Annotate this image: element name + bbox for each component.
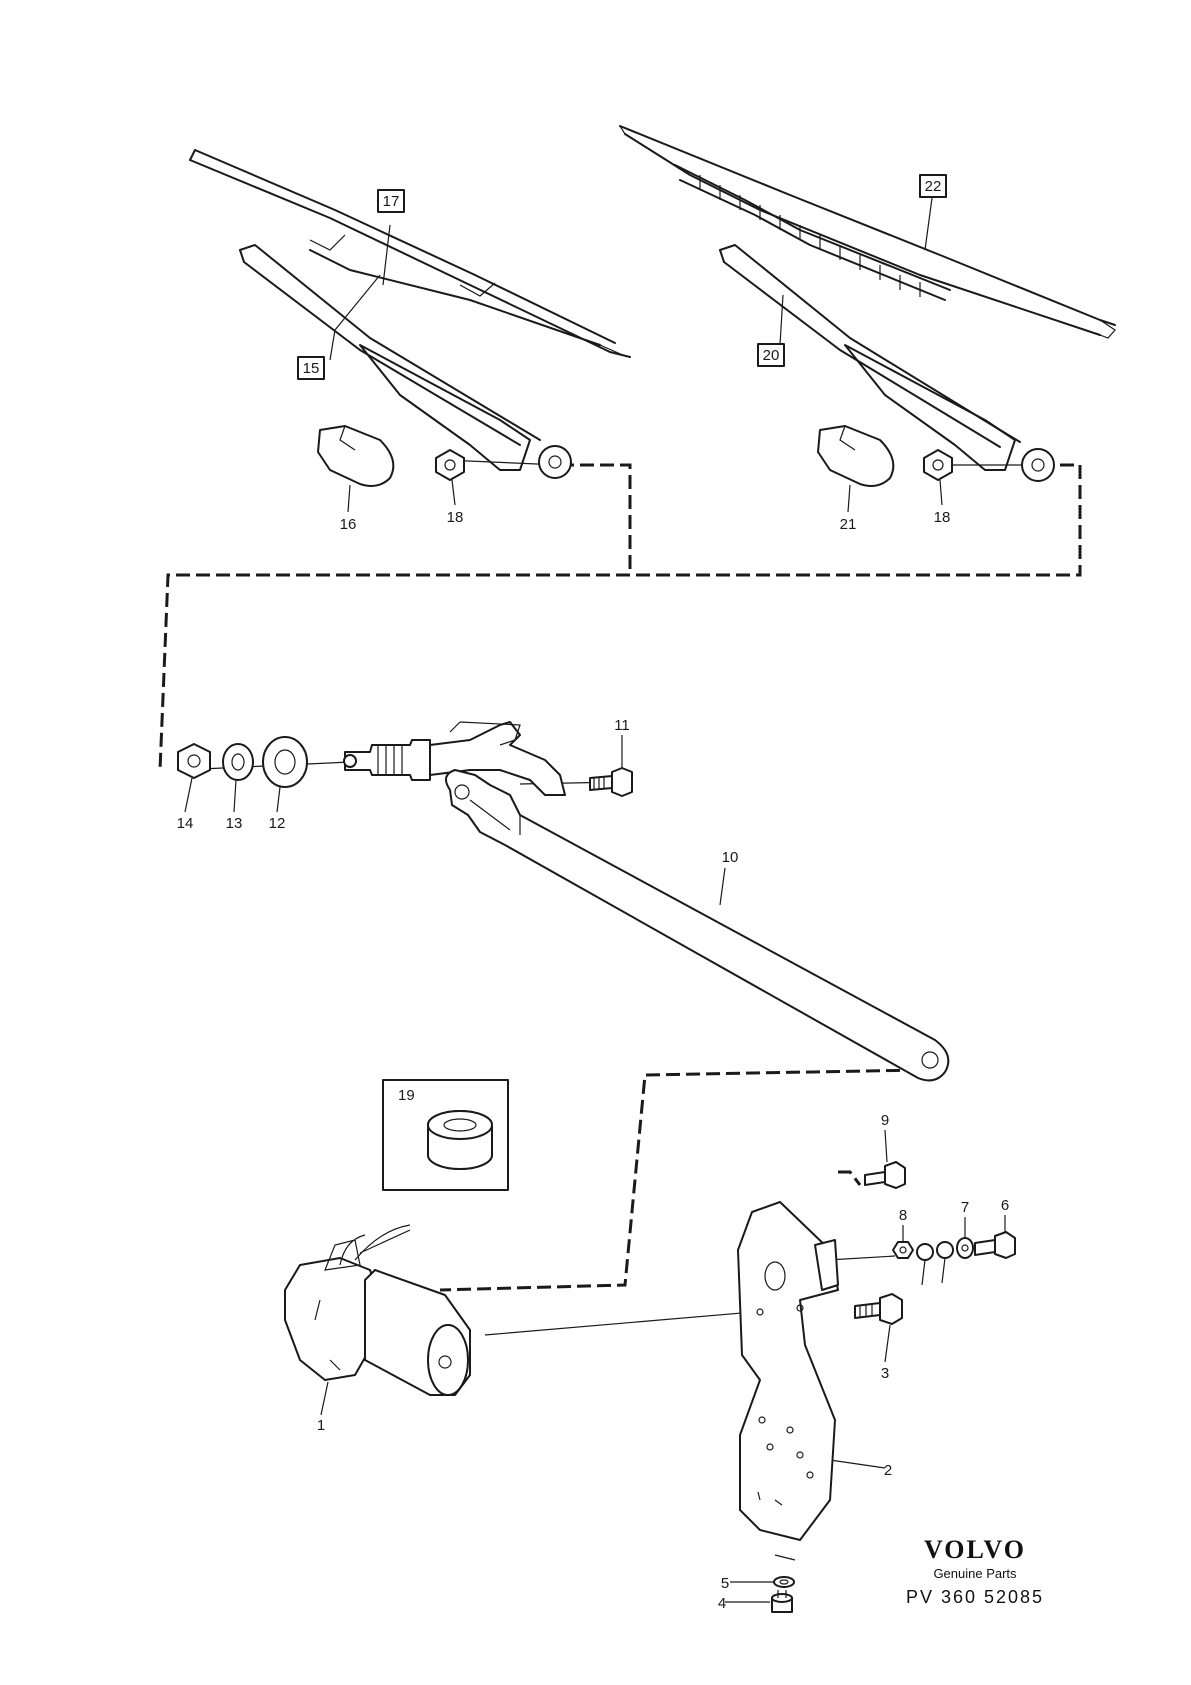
callout-16: 16 [340,516,357,533]
screw-11 [589,767,633,797]
callout-6: 6 [1001,1197,1009,1214]
connection-lines [158,463,1082,1292]
callout-leaders [184,197,1006,1416]
callout-4: 4 [718,1595,726,1612]
boxed-callout-17: 17 [377,189,405,213]
wiper-arm-right [719,244,1055,482]
callout-13: 13 [226,815,243,832]
callout-18-right: 18 [934,509,951,526]
callout-5: 5 [721,1575,729,1592]
brand-logo: VOLVO [924,1535,1026,1564]
callout-1: 1 [317,1417,325,1434]
cover-cap-left [317,425,395,487]
callout-10: 10 [722,849,739,866]
svg-text:15: 15 [303,360,320,377]
hardware-5-4 [771,1576,795,1613]
linkage-bracket [429,721,566,796]
linkage-rod [445,769,950,1082]
brand-block: VOLVO Genuine Parts PV 360 52085 [906,1535,1044,1607]
cover-cap-right [817,425,895,487]
wiper-arm-left [239,244,572,479]
mounting-plate [737,1201,839,1541]
screw-9 [864,1161,906,1189]
callout-2: 2 [884,1462,892,1479]
boxed-callout-20: 20 [757,343,785,367]
callout-8: 8 [899,1207,907,1224]
boxed-callout-15: 15 [297,356,325,380]
callouts: 1 2 3 4 5 6 7 8 9 10 11 12 13 14 16 18 1… [177,509,1010,1612]
wiper-blade-left [189,149,631,358]
brand-subtitle: Genuine Parts [933,1566,1017,1581]
callout-14: 14 [177,815,194,832]
svg-text:20: 20 [763,347,780,364]
diagram-part-number: PV 360 52085 [906,1587,1044,1607]
hardware-8-7-6 [892,1231,1016,1286]
svg-text:17: 17 [383,193,400,210]
nut-right [923,449,953,481]
callout-19: 19 [398,1087,415,1104]
spindle-assembly [177,736,431,788]
callout-7: 7 [961,1199,969,1216]
svg-text:22: 22 [925,178,942,195]
callout-3: 3 [881,1365,889,1382]
screw-3 [854,1293,903,1325]
boxed-callout-22: 22 [919,174,947,198]
callout-12: 12 [269,815,286,832]
callout-18-left: 18 [447,509,464,526]
callout-9: 9 [881,1112,889,1129]
callout-11: 11 [614,717,630,734]
nut-left [435,449,465,481]
inset-box-19 [382,1079,509,1191]
callout-21: 21 [840,516,857,533]
wiper-motor [284,1224,471,1396]
wiper-blade-right [619,125,1116,339]
